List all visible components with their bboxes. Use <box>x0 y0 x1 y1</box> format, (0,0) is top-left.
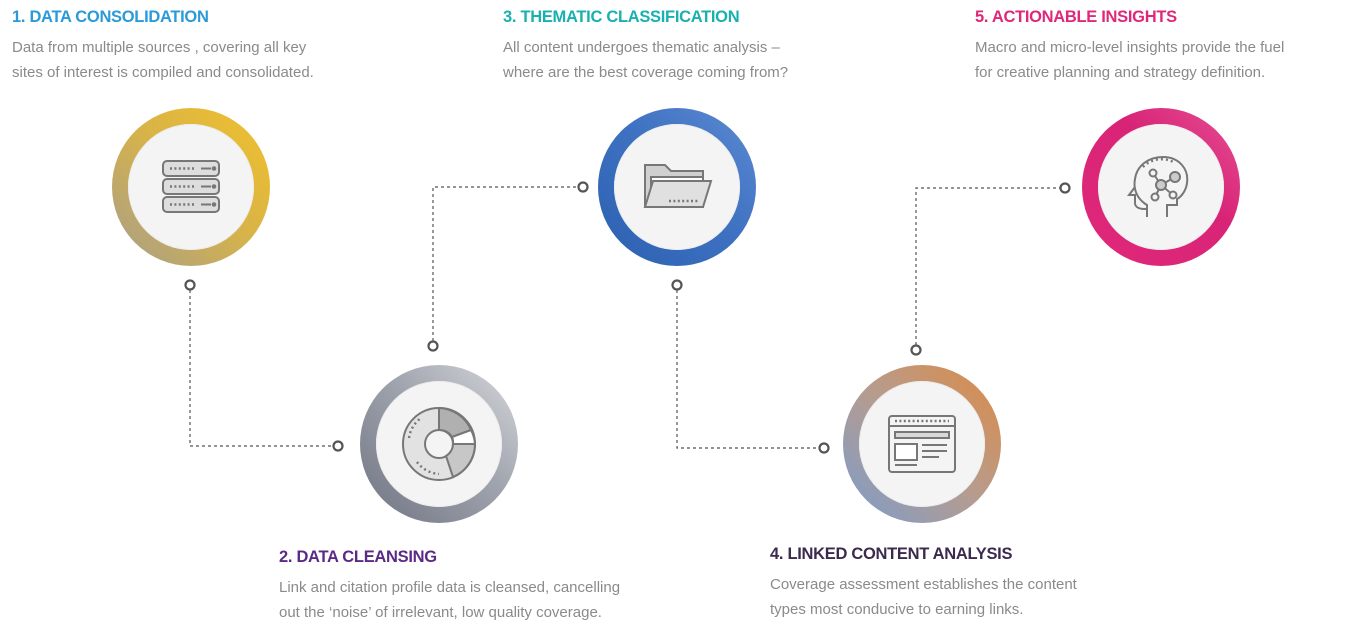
connector-dot <box>332 440 344 452</box>
step-2-desc-line-1: Link and citation profile data is cleans… <box>279 579 621 596</box>
step-1-desc-line-2: sites of interest is compiled and consol… <box>12 64 314 81</box>
connector-1-2 <box>189 290 333 447</box>
step-2-title: 2. DATA CLEANSING <box>279 548 437 566</box>
connector-2-3 <box>432 186 578 341</box>
step-5-desc-line-1: Macro and micro-level insights provide t… <box>975 39 1285 56</box>
connector-dot <box>910 344 922 356</box>
step-3-title: 3. THEMATIC CLASSIFICATION <box>503 8 740 26</box>
step-3-text: 3. THEMATIC CLASSIFICATION All content u… <box>503 8 788 85</box>
step-3-desc-line-2: where are the best coverage coming from? <box>503 64 789 81</box>
server-icon <box>159 155 223 219</box>
step-2-desc-line-2: out the ‘noise’ of irrelevant, low quali… <box>279 604 602 621</box>
step-3-circle <box>598 108 756 266</box>
step-4-desc-line-1: Coverage assessment establishes the cont… <box>770 576 1077 593</box>
pie-chart-icon <box>399 404 479 484</box>
step-3-desc-line-1: All content undergoes thematic analysis … <box>503 39 780 56</box>
step-1-title: 1. DATA CONSOLIDATION <box>12 8 209 26</box>
step-2-circle <box>360 365 518 523</box>
step-5-title: 5. ACTIONABLE INSIGHTS <box>975 8 1177 26</box>
step-4-circle <box>843 365 1001 523</box>
browser-window-icon <box>887 414 957 474</box>
step-5-text: 5. ACTIONABLE INSIGHTS Macro and micro-l… <box>975 8 1284 85</box>
connector-dot <box>184 279 196 291</box>
connector-dot <box>577 181 589 193</box>
step-1-desc-line-1: Data from multiple sources , covering al… <box>12 39 307 56</box>
connector-dot <box>671 279 683 291</box>
connector-dot <box>427 340 439 352</box>
step-1-text: 1. DATA CONSOLIDATION Data from multiple… <box>12 8 314 85</box>
step-5-circle <box>1082 108 1240 266</box>
step-4-title: 4. LINKED CONTENT ANALYSIS <box>770 545 1013 563</box>
step-4-text: 4. LINKED CONTENT ANALYSIS Coverage asse… <box>770 545 1077 622</box>
step-5-desc-line-2: for creative planning and strategy defin… <box>975 64 1266 81</box>
connector-dot <box>1059 182 1071 194</box>
step-4-desc-line-2: types most conducive to earning links. <box>770 601 1024 618</box>
connector-4-5 <box>915 187 1060 345</box>
folder-icon <box>641 155 713 219</box>
connector-3-4 <box>676 290 819 449</box>
step-2-text: 2. DATA CLEANSING Link and citation prof… <box>279 548 620 625</box>
connector-dot <box>818 442 830 454</box>
brain-network-icon <box>1125 151 1197 223</box>
step-1-circle <box>112 108 270 266</box>
